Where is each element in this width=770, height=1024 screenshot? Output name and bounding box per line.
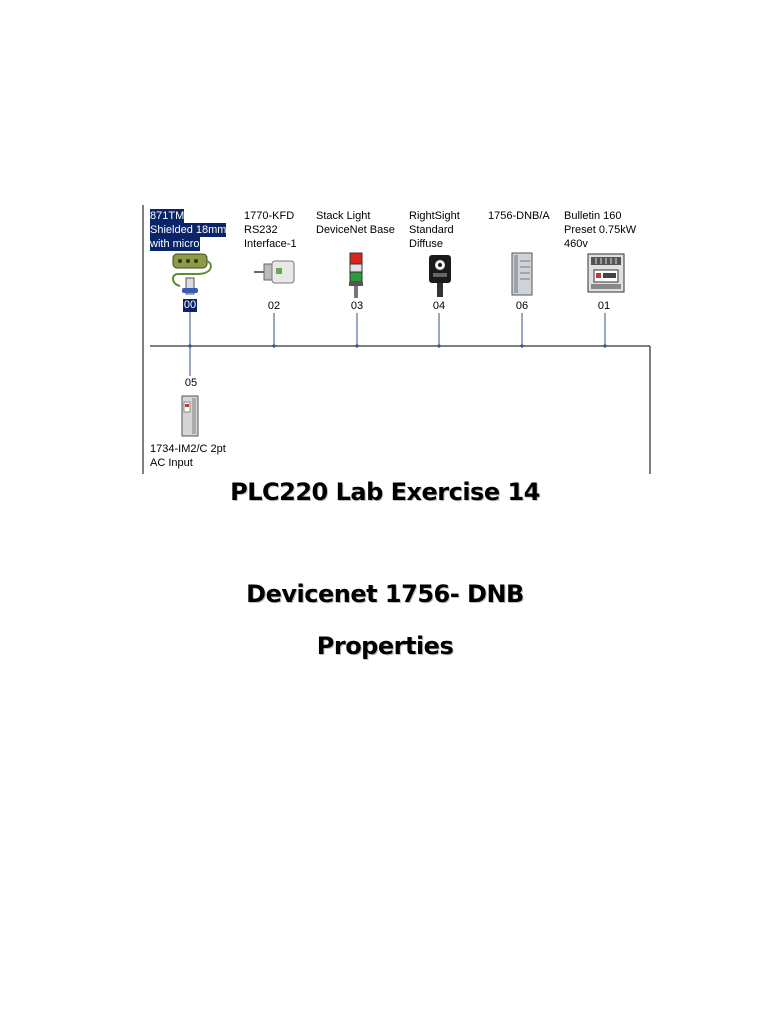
node-address-00[interactable]: 00: [183, 299, 197, 312]
device-label-05[interactable]: 1734-IM2/C 2pt AC Input: [150, 443, 226, 469]
drive-icon[interactable]: [586, 252, 626, 294]
photoeye-sensor-icon[interactable]: [427, 253, 453, 299]
node-address-02[interactable]: 02: [267, 300, 281, 312]
io-module-icon[interactable]: [178, 394, 204, 438]
document-title: PLC220 Lab Exercise 14: [230, 478, 540, 506]
devicenet-network-diagram: 871TM Shielded 18mm with micro 00 1770-K…: [0, 0, 770, 480]
scanner-module-icon[interactable]: [510, 251, 536, 297]
serial-interface-icon[interactable]: [252, 258, 298, 288]
node-address-05[interactable]: 05: [184, 377, 198, 389]
device-label-04[interactable]: RightSight Standard Diffuse: [409, 210, 460, 250]
document-subtitle-line1: Devicenet 1756- DNB: [246, 580, 524, 608]
device-label-03[interactable]: Stack Light DeviceNet Base: [316, 210, 395, 236]
network-lines: [142, 205, 651, 474]
proximity-sensor-icon[interactable]: [168, 252, 214, 300]
device-label-02[interactable]: 1770-KFD RS232 Interface-1: [244, 210, 297, 250]
document-subtitle-line2: Properties: [316, 632, 454, 660]
device-label-01[interactable]: Bulletin 160 Preset 0.75kW 460v: [564, 210, 637, 250]
node-address-04[interactable]: 04: [432, 300, 446, 312]
device-label-06[interactable]: 1756-DNB/A: [488, 210, 550, 222]
node-address-03[interactable]: 03: [350, 300, 364, 312]
node-address-01[interactable]: 01: [597, 300, 611, 312]
device-label-00[interactable]: 871TM Shielded 18mm with micro: [150, 209, 227, 251]
node-address-06[interactable]: 06: [515, 300, 529, 312]
stack-light-icon[interactable]: [346, 252, 366, 298]
